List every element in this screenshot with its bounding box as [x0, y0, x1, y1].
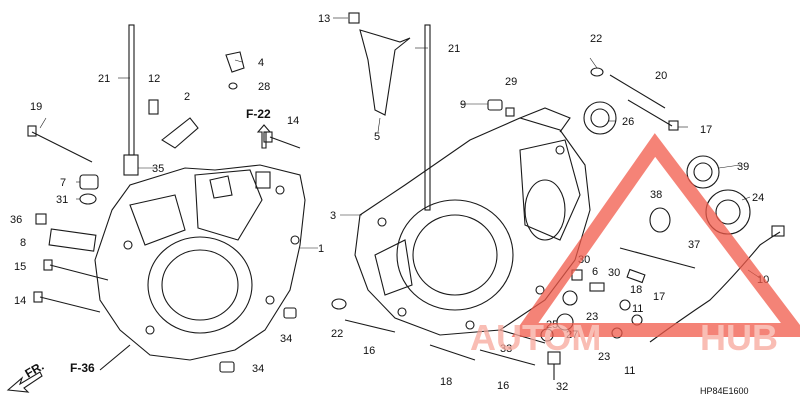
left-crankcase	[94, 164, 306, 361]
callout-9: 9	[460, 99, 466, 111]
callout-37: 37	[688, 239, 700, 251]
callout-29: 29	[505, 76, 517, 88]
callout-13: 13	[318, 13, 330, 25]
callout-6: 6	[592, 266, 598, 278]
callout-33: 33	[500, 343, 512, 355]
callout-2: 2	[184, 91, 190, 103]
callout-3: 3	[330, 210, 336, 222]
callout-8: 8	[20, 237, 26, 249]
callout-38: 38	[650, 189, 662, 201]
callout-23-bottom: 23	[598, 351, 610, 363]
callout-30-right: 30	[608, 267, 620, 279]
callout-numbers: 13 21 21 22 22 4 28 12 2 19 14 14 35 7 3…	[10, 13, 769, 393]
callout-18-bottom: 18	[440, 376, 452, 388]
watermark-text-left: AUTOM	[470, 317, 601, 358]
callout-21-right: 21	[448, 43, 460, 55]
callout-32: 32	[556, 381, 568, 393]
callout-1: 1	[318, 243, 324, 255]
callout-19: 19	[30, 101, 42, 113]
callout-5: 5	[374, 131, 380, 143]
right-crankcase	[354, 107, 591, 336]
callout-31: 31	[56, 194, 68, 206]
ref-f36: F-36	[70, 361, 95, 375]
stud-bolt-left	[123, 24, 139, 176]
callout-17-bottom: 17	[653, 291, 665, 303]
ref-f22: F-22	[246, 107, 271, 121]
callout-21-left: 21	[98, 73, 110, 85]
callout-39: 39	[737, 161, 749, 173]
callout-17-top: 17	[700, 124, 712, 136]
callout-12: 12	[148, 73, 160, 85]
callout-28: 28	[258, 81, 270, 93]
ref-front: FR.	[23, 359, 47, 381]
callout-7: 7	[60, 177, 66, 189]
callout-16-left: 16	[363, 345, 375, 357]
watermark-triangle	[511, 133, 800, 337]
callout-20: 20	[655, 70, 667, 82]
callout-18-right: 18	[630, 284, 642, 296]
callout-26: 26	[622, 116, 634, 128]
watermark: AUTOM HUB	[470, 133, 800, 358]
callout-22-left: 22	[331, 328, 343, 340]
diagram-code: HP84E1600	[700, 386, 749, 396]
small-parts	[6, 12, 785, 393]
callout-35: 35	[152, 163, 164, 175]
callout-16-bottom: 16	[497, 380, 509, 392]
callout-15: 15	[14, 261, 26, 273]
callout-22-top: 22	[590, 33, 602, 45]
stud-bolt-right	[424, 24, 431, 211]
callout-11-top: 11	[632, 303, 643, 315]
callout-36: 36	[10, 214, 22, 226]
callout-23-top: 23	[586, 311, 598, 323]
callout-4: 4	[258, 57, 264, 69]
callout-11-bottom: 11	[624, 365, 635, 377]
callout-34-bottom: 34	[252, 363, 264, 375]
watermark-text-right: HUB	[700, 317, 778, 358]
callout-14-left: 14	[14, 295, 26, 307]
callout-34-right: 34	[280, 333, 292, 345]
callout-14-top: 14	[287, 115, 299, 127]
callout-24: 24	[752, 192, 764, 204]
